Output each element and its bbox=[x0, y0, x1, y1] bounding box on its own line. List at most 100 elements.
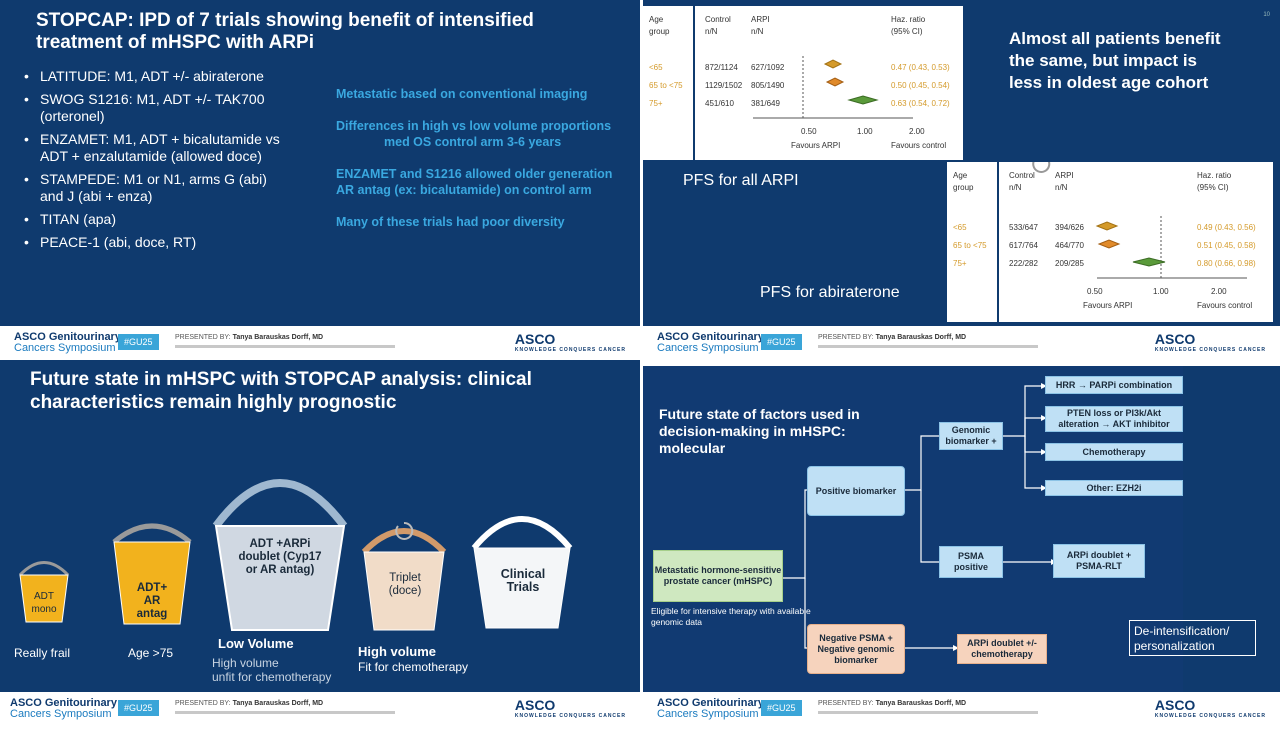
row-control: 872/1124 bbox=[705, 63, 738, 72]
row-arpi: 381/649 bbox=[751, 99, 780, 108]
logo-line: ASCO Genitourinary bbox=[657, 331, 764, 343]
header-text: n/N bbox=[1055, 183, 1068, 192]
connector bbox=[1003, 385, 1041, 437]
logo-line: Cancers Symposium bbox=[657, 342, 759, 354]
bucket-clinical-trials bbox=[473, 547, 571, 629]
bucket-handle bbox=[212, 479, 348, 529]
arrow-icon bbox=[1041, 485, 1047, 491]
list-item: ENZAMET: M1, ADT + bicalutamide vs ADT +… bbox=[24, 131, 284, 165]
box-chemotherapy: Chemotherapy bbox=[1045, 443, 1183, 461]
arrow-icon bbox=[1041, 415, 1047, 421]
row-hr: 0.49 (0.43, 0.56) bbox=[1197, 223, 1256, 232]
arrow-icon bbox=[1041, 449, 1047, 455]
slide-title: STOPCAP: IPD of 7 trials showing benefit… bbox=[36, 10, 534, 53]
header-text: (95% CI) bbox=[1197, 183, 1229, 192]
header-hr: Haz. ratio(95% CI) bbox=[1197, 170, 1231, 194]
favours-control: Favours control bbox=[891, 141, 947, 150]
connector bbox=[804, 578, 807, 649]
caption-pfs-abi: PFS for abiraterone bbox=[760, 284, 900, 301]
slide-title: Future state of factors used in decision… bbox=[659, 406, 860, 456]
row-control: 451/610 bbox=[705, 99, 734, 108]
list-item: TITAN (apa) bbox=[24, 211, 284, 228]
note-os: med OS control arm 3-6 years bbox=[384, 135, 562, 149]
caption-age: Age >75 bbox=[128, 646, 174, 660]
key-message: Almost all patients benefit the same, bu… bbox=[1009, 29, 1221, 92]
bucket-handle bbox=[361, 528, 447, 555]
copyright-note bbox=[818, 345, 1038, 348]
list-item: LATITUDE: M1, ADT +/- abiraterone bbox=[24, 68, 284, 85]
note-volume: Differences in high vs low volume propor… bbox=[336, 118, 616, 150]
header-text: Haz. ratio bbox=[891, 15, 926, 24]
caption-unfit-chemo: unfit for chemotherapy bbox=[212, 670, 332, 684]
row-hr: 0.80 (0.66, 0.98) bbox=[1197, 259, 1256, 268]
connector bbox=[905, 435, 939, 491]
bucket-handle bbox=[471, 516, 573, 550]
row-hr: 0.50 (0.45, 0.54) bbox=[891, 81, 950, 90]
slide-molecular-factors: 15 Future state of factors used in decis… bbox=[643, 366, 1280, 692]
loading-spinner-icon bbox=[395, 521, 414, 540]
tick-label: 2.00 bbox=[1211, 287, 1227, 296]
arrow-icon bbox=[1041, 383, 1047, 389]
slide-number: 10 bbox=[1263, 12, 1270, 18]
row-hr: 0.63 (0.54, 0.72) bbox=[891, 99, 950, 108]
box-arpi-chemo: ARPi doublet +/- chemotherapy bbox=[957, 634, 1047, 664]
asco-wordmark: ASCO bbox=[1154, 331, 1196, 347]
bucket-label-triplet: Triplet (doce) bbox=[388, 572, 422, 597]
caption-frail: Really frail bbox=[14, 646, 71, 660]
bucket-adt-mono bbox=[19, 574, 69, 623]
box-genomic-biomarker: Genomic biomarker + bbox=[939, 422, 1003, 450]
asco-wordmark: ASCO bbox=[514, 331, 556, 347]
row-arpi: 209/285 bbox=[1055, 259, 1084, 268]
header-text: Control bbox=[1009, 171, 1035, 180]
tick-label: 0.50 bbox=[801, 127, 817, 136]
box-ezh2i: Other: EZH2i bbox=[1045, 480, 1183, 496]
eligibility-note: Eligible for intensive therapy with avai… bbox=[651, 606, 811, 627]
presenter-name: Tanya Barauskas Dorff, MD bbox=[875, 700, 967, 707]
box-hrr-parpi: HRR → PARPi combination bbox=[1045, 376, 1183, 394]
forest-axis-abi bbox=[1032, 162, 1247, 279]
bucket-label-doublet: ADT +ARPi doublet (Cyp17 or AR antag) bbox=[238, 538, 322, 576]
asco-tagline: KNOWLEDGE CONQUERS CANCER bbox=[1154, 347, 1266, 353]
forest-axis-all bbox=[753, 56, 913, 119]
slide-title: Future state in mHSPC with STOPCAP analy… bbox=[30, 369, 532, 413]
note-older-generation: ENZAMET and S1216 allowed older generati… bbox=[336, 167, 613, 197]
favours-control: Favours control bbox=[1197, 301, 1253, 310]
presenter: PRESENTED BY: Tanya Barauskas Dorff, MD bbox=[818, 700, 966, 707]
logo-line: ASCO Genitourinary bbox=[657, 697, 764, 709]
copyright-note bbox=[175, 345, 395, 348]
estimate-diamond bbox=[823, 59, 843, 69]
header-text: Age bbox=[649, 15, 664, 24]
tick-label: 1.00 bbox=[1153, 287, 1169, 296]
asco-wordmark: ASCO bbox=[514, 697, 556, 713]
slide-stopcap-ipd: STOPCAP: IPD of 7 trials showing benefit… bbox=[0, 0, 640, 326]
loading-spinner-icon bbox=[1032, 162, 1051, 173]
copyright-note bbox=[175, 711, 395, 714]
estimate-diamond bbox=[825, 77, 845, 87]
row-arpi: 464/770 bbox=[1055, 241, 1084, 250]
list-item: SWOG S1216: M1, ADT +/- TAK700 (orterone… bbox=[24, 91, 284, 125]
box-negative-biomarker: Negative PSMA + Negative genomic biomark… bbox=[807, 624, 905, 674]
estimate-diamond bbox=[1095, 221, 1119, 231]
connector bbox=[783, 489, 807, 579]
row-control: 617/764 bbox=[1009, 241, 1038, 250]
estimate-diamond bbox=[1132, 257, 1166, 267]
asco-tagline: KNOWLEDGE CONQUERS CANCER bbox=[1154, 713, 1266, 719]
presenter-label: PRESENTED BY: bbox=[175, 700, 231, 707]
bucket-handle bbox=[112, 523, 192, 544]
caption-high-volume-unfit: High volume bbox=[212, 656, 279, 670]
header-age: Age group bbox=[649, 14, 669, 38]
header-text: group bbox=[649, 27, 670, 36]
hashtag-badge: #GU25 bbox=[118, 334, 159, 350]
header-text: n/N bbox=[751, 27, 764, 36]
header-text: (95% CI) bbox=[891, 27, 923, 36]
logo-line: ASCO Genitourinary bbox=[14, 331, 121, 343]
favours-arpi: Favours ARPI bbox=[1083, 301, 1133, 310]
